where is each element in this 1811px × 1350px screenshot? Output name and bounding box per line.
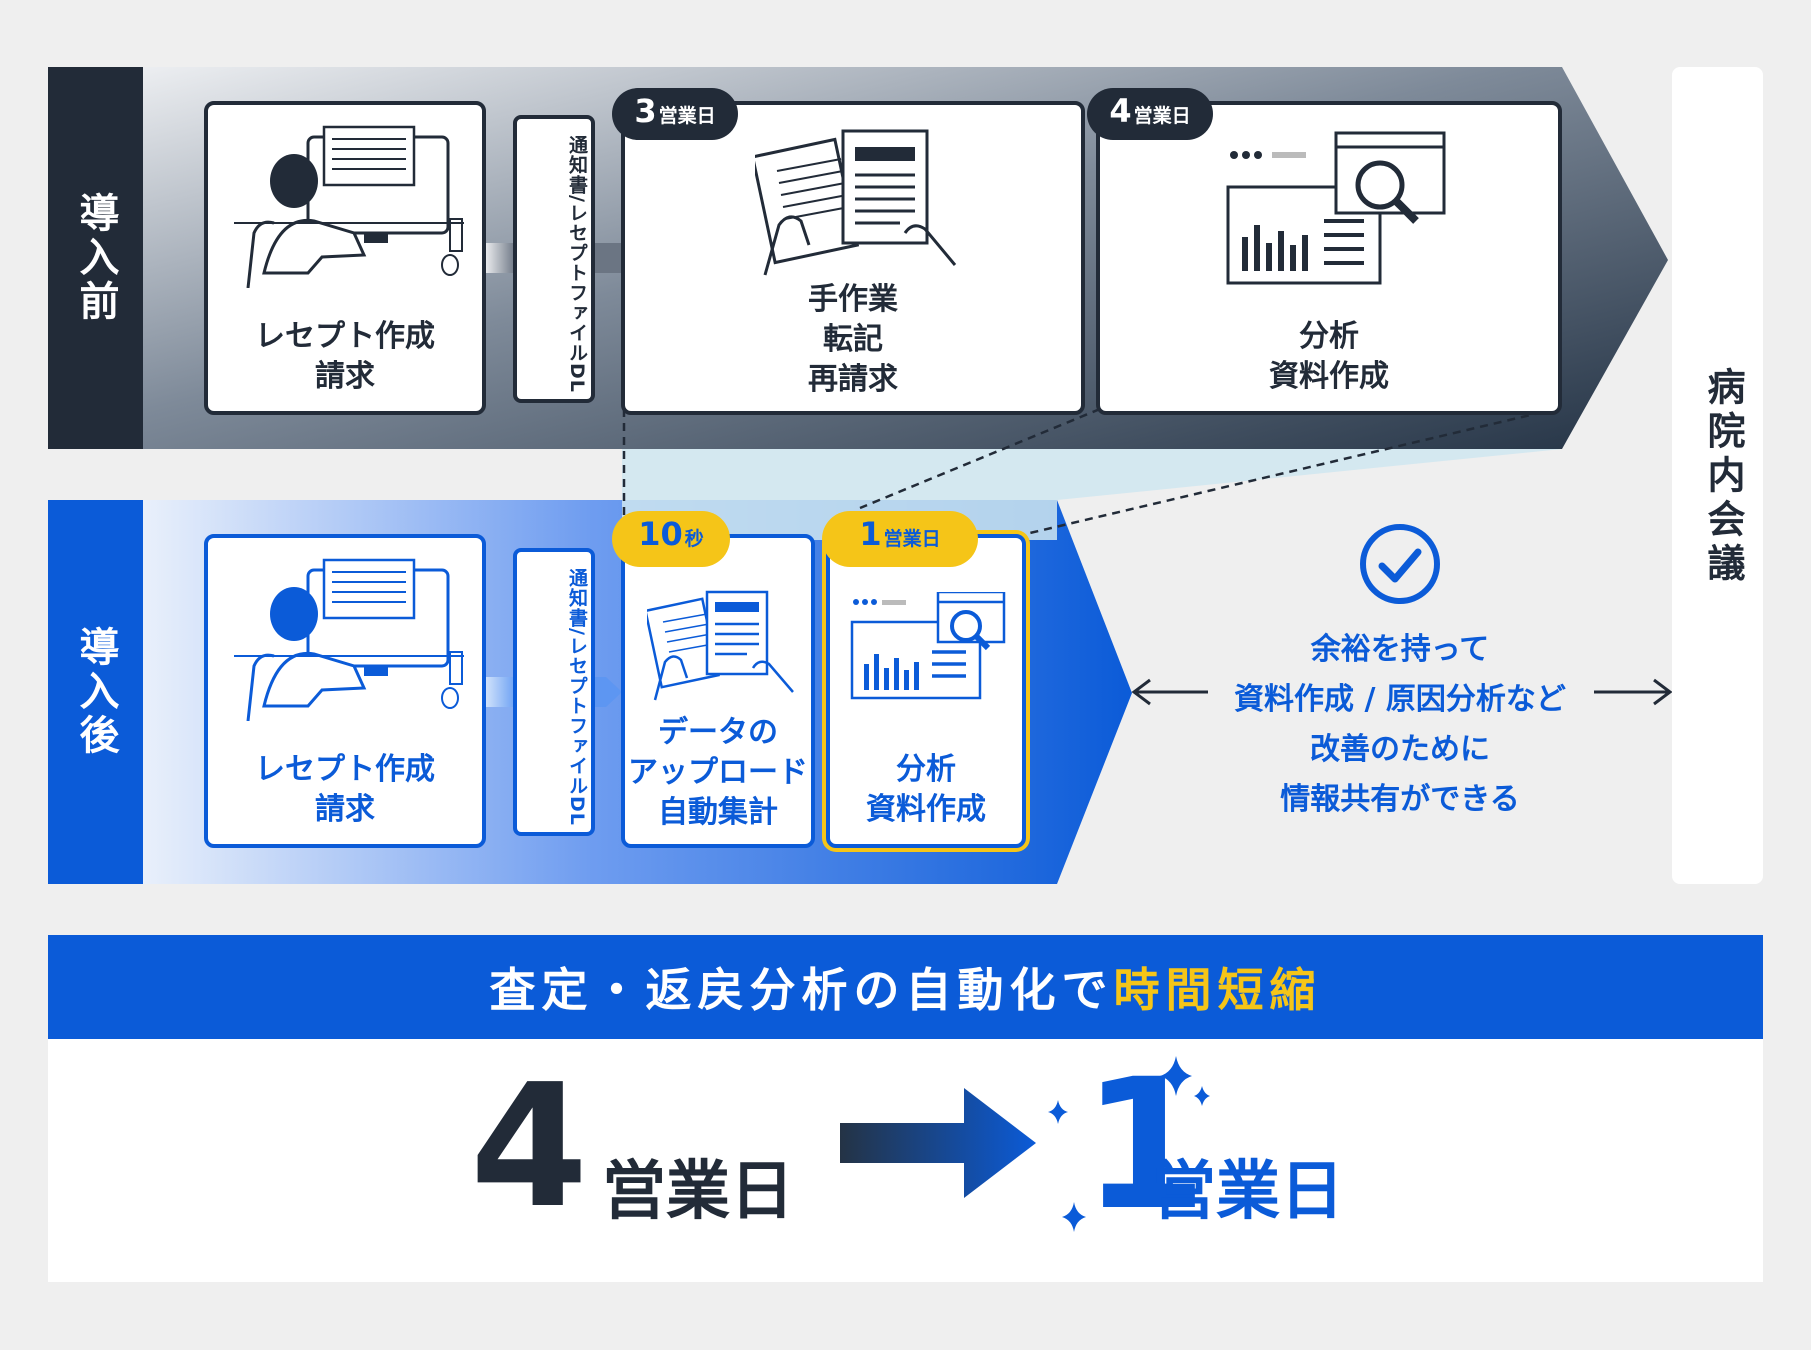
desk-worker-icon bbox=[234, 125, 464, 288]
before-card2-line1: 手作業 bbox=[808, 282, 898, 317]
hospital-meeting-label: 病院内会議 bbox=[1701, 367, 1745, 587]
after-card-receipt: レセプト作成 請求 bbox=[204, 534, 486, 848]
benefit-line3: 改善のために bbox=[1310, 732, 1490, 767]
summary-banner: 査定・返戻分析の自動化で時間短縮 bbox=[48, 935, 1763, 1039]
sparkle-icon bbox=[1048, 1056, 1210, 1232]
after-connector-1 bbox=[484, 677, 516, 707]
after-card2-line3: 自動集計 bbox=[658, 795, 778, 830]
documents-in-hands-icon bbox=[755, 129, 957, 276]
before-label: 導入前 bbox=[48, 67, 143, 449]
before-dl-text: 通知書/レセプトファイルDL bbox=[566, 135, 588, 393]
dash-line-3 bbox=[1029, 407, 1557, 535]
benefit-line2: 資料作成 / 原因分析など bbox=[1234, 682, 1566, 717]
before-card-receipt: レセプト作成 請求 bbox=[204, 101, 486, 415]
before-card1-line1: レセプト作成 bbox=[255, 319, 435, 354]
after-card2-line1: データの bbox=[658, 715, 778, 750]
dash-line-2 bbox=[859, 407, 1101, 510]
result-from-unit: 営業日 bbox=[602, 1155, 794, 1229]
before-card2-line3: 再請求 bbox=[808, 362, 898, 397]
after-card-upload: データの アップロード 自動集計 bbox=[621, 534, 815, 848]
banner-text: 査定・返戻分析の自動化で bbox=[489, 963, 1114, 1017]
before-card2-line2: 転記 bbox=[823, 322, 883, 357]
before-badge2-num: 3 bbox=[634, 92, 657, 130]
after-card1-line1: レセプト作成 bbox=[255, 752, 435, 787]
before-badge2-unit: 営業日 bbox=[658, 105, 716, 127]
after-card1-line2: 請求 bbox=[315, 792, 375, 827]
after-connector-2 bbox=[593, 677, 622, 707]
after-badge2-num: 10 bbox=[638, 515, 683, 553]
arrow-right-icon bbox=[840, 1088, 1036, 1198]
arrow-left-head bbox=[1131, 678, 1151, 706]
before-card-manual: 手作業 転記 再請求 bbox=[621, 101, 1085, 415]
before-connector-2 bbox=[593, 243, 623, 273]
result-to-number: 1 bbox=[1082, 1041, 1208, 1250]
before-card1-line2: 請求 bbox=[315, 359, 375, 394]
benefit-line4: 情報共有ができる bbox=[1280, 782, 1520, 817]
documents-in-hands-icon bbox=[647, 590, 794, 701]
before-card-analysis: 分析 資料作成 bbox=[1096, 101, 1562, 415]
after-card3-line1: 分析 bbox=[896, 752, 956, 787]
after-dl-box: 通知書/レセプトファイルDL bbox=[513, 548, 595, 836]
hospital-meeting-panel: 病院内会議 bbox=[1672, 67, 1763, 884]
before-connector-1 bbox=[484, 243, 516, 273]
analysis-report-icon bbox=[850, 592, 1006, 700]
after-label: 導入後 bbox=[48, 500, 143, 884]
before-card3-line2: 資料作成 bbox=[1269, 359, 1389, 394]
after-dl-text: 通知書/レセプトファイルDL bbox=[566, 568, 588, 826]
check-circle-icon bbox=[1360, 524, 1440, 604]
before-badge3-num: 4 bbox=[1109, 92, 1132, 130]
after-card3-line2: 資料作成 bbox=[866, 792, 986, 827]
result-to-unit: 営業日 bbox=[1152, 1155, 1344, 1229]
result-from-number: 4 bbox=[470, 1048, 589, 1246]
before-card3-line1: 分析 bbox=[1299, 319, 1359, 354]
after-badge3-num: 1 bbox=[859, 515, 882, 553]
after-card-analysis: 分析 資料作成 bbox=[826, 534, 1026, 848]
before-dl-box: 通知書/レセプトファイルDL bbox=[513, 115, 595, 403]
analysis-report-icon bbox=[1226, 131, 1446, 285]
after-badge3-unit: 営業日 bbox=[883, 528, 941, 550]
after-badge2-unit: 秒 bbox=[684, 528, 704, 550]
benefit-line1: 余裕を持って bbox=[1310, 632, 1490, 667]
before-badge3-unit: 営業日 bbox=[1133, 105, 1191, 127]
arrow-right-head bbox=[1653, 678, 1673, 706]
after-card2-line2: アップロード bbox=[628, 755, 808, 790]
desk-worker-icon bbox=[234, 558, 464, 721]
banner-highlight: 時間短縮 bbox=[1113, 963, 1322, 1017]
